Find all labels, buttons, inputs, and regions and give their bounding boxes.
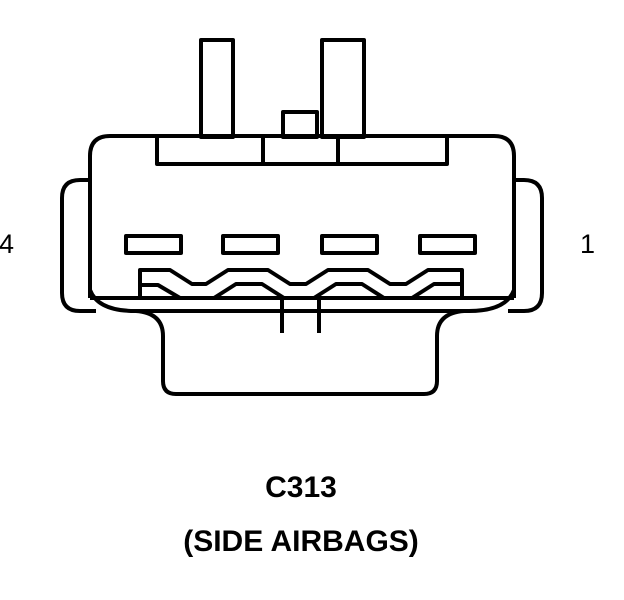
left-latch-ear [60,178,96,313]
locking-ridge-inner [140,282,462,300]
connector-housing [88,134,516,298]
center-key-tab [281,110,319,139]
pin-cavity-1 [418,234,477,255]
connector-id: C313 [265,471,337,504]
connector-skirt [135,309,465,396]
pin-cavity-3 [221,234,280,255]
top-channel [155,136,449,166]
pin-label-left: 4 [0,229,14,259]
housing-base [88,289,516,313]
pin-cavity-2 [320,234,379,255]
terminal-blade-right [320,38,366,139]
right-latch-ear [508,178,544,313]
pin-cavity-4 [124,234,183,255]
terminal-blade-left [199,38,235,139]
pin-label-right: 1 [580,229,595,259]
connector-description: (SIDE AIRBAGS) [183,525,419,558]
locking-ridge-outer [138,268,464,298]
